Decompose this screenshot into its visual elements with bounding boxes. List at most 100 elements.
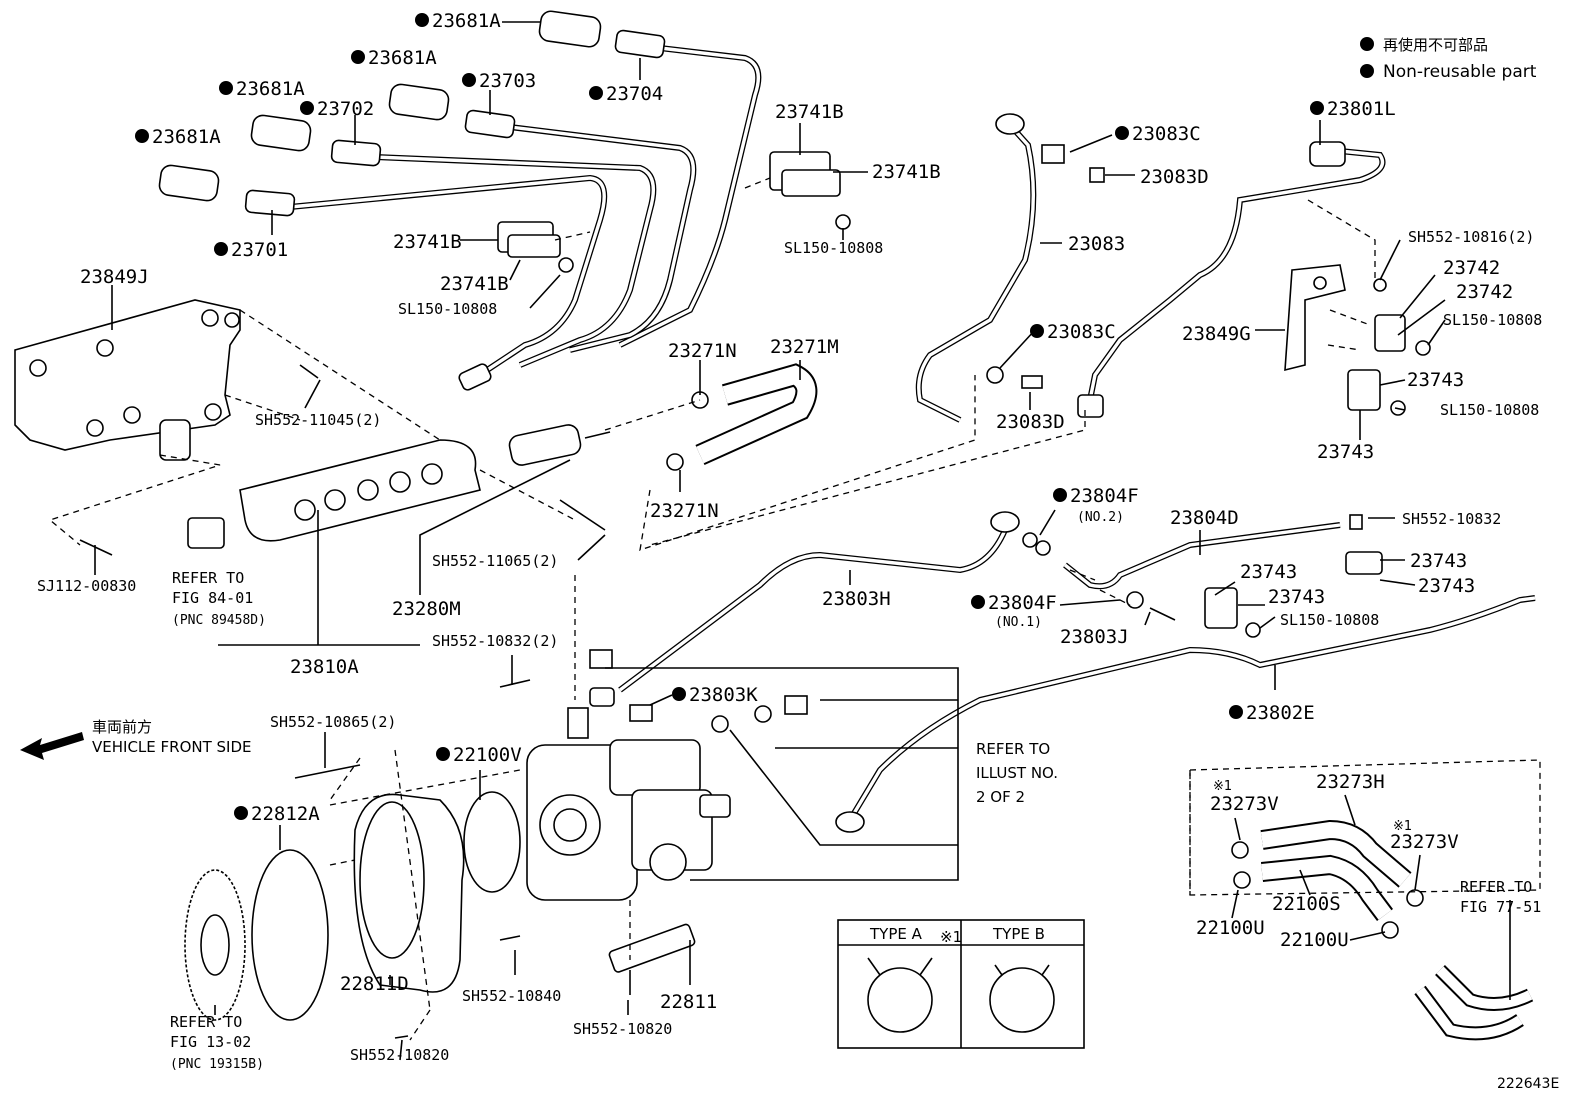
label-sh552-10832: SH552-10832 — [1402, 510, 1501, 528]
legend: 再使用不可部品 Non-reusable part — [1360, 36, 1537, 82]
bullet-icon — [1229, 705, 1243, 719]
bullet-icon — [589, 86, 603, 100]
label-23681A: 23681A — [236, 78, 305, 100]
label-23273V: 23273V — [1210, 793, 1279, 815]
label-22811D: 22811D — [340, 973, 409, 995]
illustration-id: 222643E — [1497, 1076, 1559, 1092]
label-refer-pnc: (PNC 19315B) — [170, 1057, 264, 1072]
label-23810A: 23810A — [290, 656, 359, 678]
pipe-23801L — [1077, 141, 1386, 418]
label-sl150: SL150-10808 — [398, 300, 497, 318]
label-23271M: 23271M — [770, 336, 839, 358]
label-no1: (NO.1) — [995, 615, 1042, 630]
legend-bullet-icon — [1360, 37, 1374, 51]
label-23743: 23743 — [1317, 441, 1374, 463]
label-refer-of: 2 OF 2 — [976, 788, 1025, 806]
type-b-label: TYPE B — [992, 925, 1045, 943]
label-23741B: 23741B — [775, 101, 844, 123]
label-23803J: 23803J — [1060, 626, 1129, 648]
label-23849J: 23849J — [80, 266, 149, 288]
label-mark1: ※1 — [1393, 819, 1412, 834]
leader-lines — [94, 21, 1511, 1061]
label-23702: 23702 — [317, 98, 374, 120]
label-23273V: 23273V — [1390, 831, 1459, 853]
common-rail — [79, 364, 611, 556]
label-sh552-10816: SH552-10816(2) — [1408, 228, 1534, 246]
label-23083C: 23083C — [1047, 321, 1116, 343]
flange-parts — [184, 679, 631, 1039]
label-23741B: 23741B — [440, 273, 509, 295]
type-box: ※1 TYPE A TYPE B — [837, 919, 1085, 1049]
label-23681A: 23681A — [152, 126, 221, 148]
label-23802E: 23802E — [1246, 702, 1315, 724]
non-reusable-bullets — [135, 13, 1324, 820]
label-23083D: 23083D — [1140, 166, 1209, 188]
label-22811: 22811 — [660, 991, 717, 1013]
label-refer-fig: FIG 84-01 — [172, 589, 253, 607]
label-sh552-10865: SH552-10865(2) — [270, 713, 396, 731]
label-23804F: 23804F — [988, 592, 1057, 614]
hoses-right — [1231, 819, 1534, 1041]
plugs-23681A — [158, 10, 602, 202]
label-mark1: ※1 — [1213, 779, 1232, 794]
bullet-icon — [436, 747, 450, 761]
label-sl150: SL150-10808 — [1440, 401, 1539, 419]
front-en: VEHICLE FRONT SIDE — [92, 738, 252, 756]
label-23701: 23701 — [231, 239, 288, 261]
arrow-left-icon — [20, 732, 84, 760]
label-23280M: 23280M — [392, 598, 461, 620]
label-23083D: 23083D — [996, 411, 1065, 433]
label-23803K: 23803K — [689, 684, 758, 706]
label-23742: 23742 — [1456, 281, 1513, 303]
label-23743: 23743 — [1410, 550, 1467, 572]
label-refer-fig: FIG 13-02 — [170, 1033, 251, 1051]
label-refer: REFER TO — [172, 569, 244, 587]
bullet-icon — [351, 50, 365, 64]
bullet-icon — [219, 81, 233, 95]
label-22100S: 22100S — [1272, 893, 1341, 915]
front-jp: 車両前方 — [92, 718, 152, 736]
label-sl150: SL150-10808 — [784, 239, 883, 257]
label-23681A: 23681A — [432, 10, 501, 32]
bullet-icon — [1053, 488, 1067, 502]
label-23681A: 23681A — [368, 47, 437, 69]
legend-jp: 再使用不可部品 — [1383, 36, 1488, 54]
label-23804D: 23804D — [1170, 507, 1239, 529]
legend-en: Non-reusable part — [1383, 62, 1537, 82]
label-22100U: 22100U — [1280, 929, 1349, 951]
label-23801L: 23801L — [1327, 98, 1396, 120]
label-sh552-10820: SH552-10820 — [350, 1046, 449, 1064]
clamps-23741B — [497, 151, 851, 273]
part-labels: 23681A 23704 23681A 23703 23681A 23702 2… — [37, 10, 1559, 1092]
label-sj112: SJ112-00830 — [37, 577, 136, 595]
label-refer: REFER TO — [976, 740, 1050, 758]
bullet-icon — [462, 73, 476, 87]
label-22100V: 22100V — [453, 744, 522, 766]
label-22100U: 22100U — [1196, 917, 1265, 939]
fuel-pipes — [618, 511, 1536, 833]
refer-box — [605, 667, 959, 881]
bullet-icon — [971, 595, 985, 609]
label-no2: (NO.2) — [1077, 510, 1124, 525]
label-23741B: 23741B — [393, 231, 462, 253]
label-22812A: 22812A — [251, 803, 320, 825]
label-23743: 23743 — [1418, 575, 1475, 597]
bullet-icon — [1115, 126, 1129, 140]
label-sl150: SL150-10808 — [1280, 611, 1379, 629]
type-box-mark: ※1 — [940, 928, 962, 946]
label-23083: 23083 — [1068, 233, 1125, 255]
label-refer-fig: FIG 77-51 — [1460, 898, 1541, 916]
bracket-23849G — [1284, 264, 1431, 416]
label-23743: 23743 — [1240, 561, 1297, 583]
label-sh552-10820: SH552-10820 — [573, 1020, 672, 1038]
label-refer: REFER TO — [1460, 878, 1532, 896]
label-23704: 23704 — [606, 83, 663, 105]
label-23743: 23743 — [1268, 586, 1325, 608]
label-23271N: 23271N — [668, 340, 737, 362]
label-sh552-11065: SH552-11065(2) — [432, 552, 558, 570]
label-23273H: 23273H — [1316, 771, 1385, 793]
label-23803H: 23803H — [822, 588, 891, 610]
bullet-icon — [234, 806, 248, 820]
bullet-icon — [214, 242, 228, 256]
